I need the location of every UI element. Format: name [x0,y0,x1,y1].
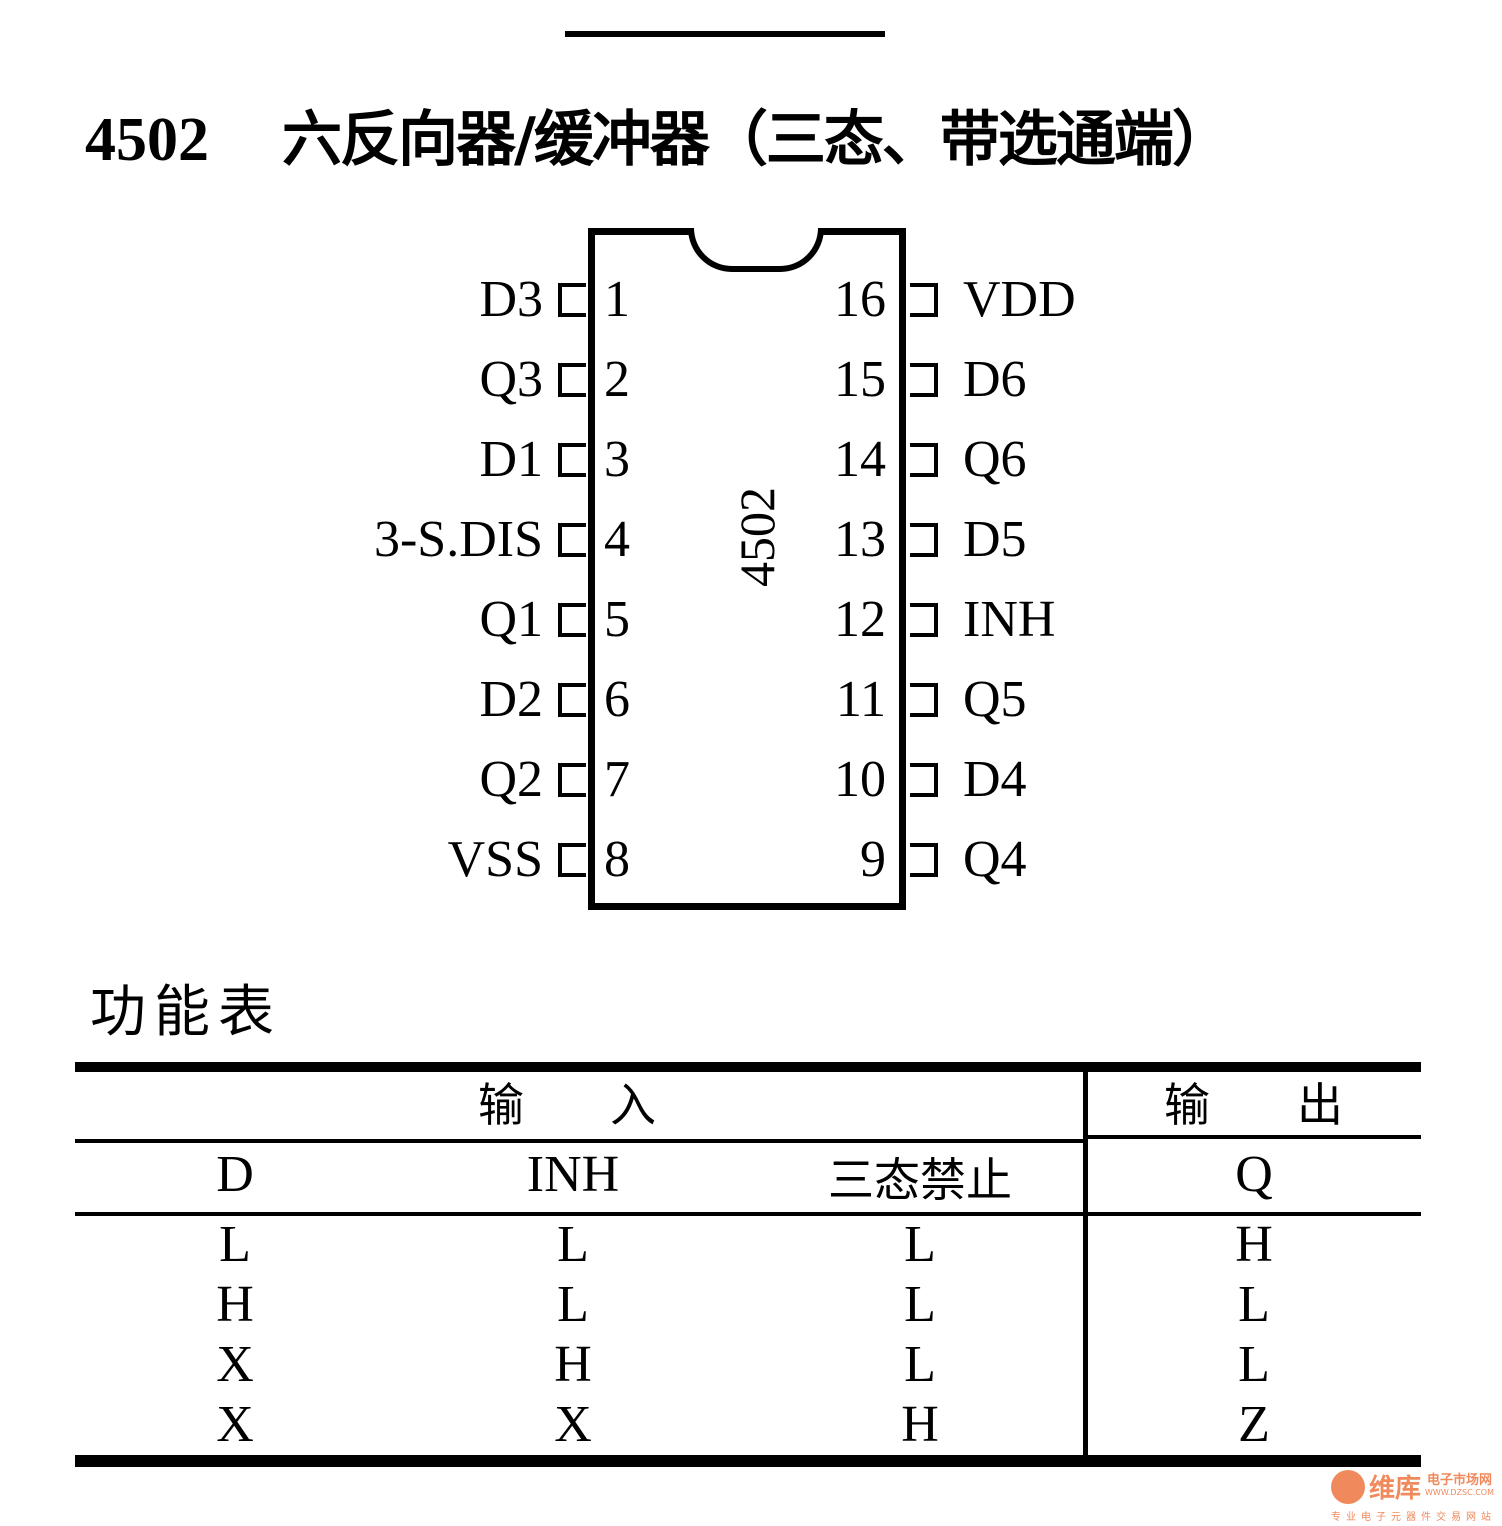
table-top-rule [75,1062,1421,1072]
table-cell: H [216,1276,254,1333]
chip-label: 4502 [729,487,785,587]
pin-pad-right [910,443,938,477]
group-header-input: 输 入 [478,1078,676,1132]
table-group-rule-right [1085,1135,1421,1139]
pin-name-right: VDD [963,271,1076,328]
pin-name-right: D6 [963,351,1027,408]
pin-name-right: Q6 [963,431,1027,488]
column-header: 三态禁止 [828,1153,1012,1207]
watermark-sub: 电子市场网 [1427,1472,1493,1488]
table-column-divider [1083,1070,1088,1458]
chip-notch [688,228,824,272]
pin-number-right: 9 [860,831,886,888]
column-header: INH [526,1146,620,1203]
table-cell: L [219,1216,251,1273]
pin-name-right: Q4 [963,831,1027,888]
pin-number-right: 11 [835,671,886,728]
pin-number-right: 10 [834,751,886,808]
pin-pad-right [910,363,938,397]
table-cell: L [1238,1276,1270,1333]
pin-number-right: 13 [834,511,886,568]
pin-number-left: 8 [604,831,630,888]
table-bottom-rule [75,1455,1421,1467]
pin-name-left: 3-S.DIS [373,511,543,568]
pin-number-left: 1 [604,271,630,328]
watermark-url: WWW.DZSC.COM [1425,1487,1495,1497]
pin-name-right: D4 [963,751,1027,808]
pin-pad-right [910,763,938,797]
table-cell: Z [1238,1396,1270,1453]
table-cell: L [904,1336,936,1393]
pin-number-left: 5 [604,591,630,648]
function-table-title: 功能表 [90,980,282,1045]
table-cell: H [554,1336,592,1393]
table-cell: L [904,1216,936,1273]
pin-pad-left [558,843,586,877]
pin-pad-right [910,283,938,317]
pin-number-right: 12 [834,591,886,648]
pin-pad-left [558,763,586,797]
pin-number-left: 6 [604,671,630,728]
pin-number-left: 7 [604,751,630,808]
table-header-rule [75,1212,1421,1216]
pin-name-left: D3 [479,271,543,328]
table-cell: X [216,1336,254,1393]
pin-name-left: D2 [479,671,543,728]
pin-name-right: Q5 [963,671,1027,728]
table-cell: L [557,1216,589,1273]
pin-pad-right [910,603,938,637]
table-cell: L [904,1276,936,1333]
pin-pad-left [558,443,586,477]
pin-pad-right [910,843,938,877]
watermark: 维库 电子市场网 WWW.DZSC.COM 专业电子元器件交易网站 [1331,1468,1496,1523]
pin-number-left: 3 [604,431,630,488]
pin-name-left: D1 [479,431,543,488]
top-rule [565,31,885,37]
table-cell: H [1235,1216,1273,1273]
pin-name-right: INH [963,591,1056,648]
pin-pad-right [910,523,938,557]
table-cell: X [554,1396,592,1453]
pin-name-left: VSS [447,831,543,888]
pin-pad-right [910,683,938,717]
pin-number-left: 2 [604,351,630,408]
watermark-tagline: 专业电子元器件交易网站 [1331,1512,1496,1523]
table-cell: L [1238,1336,1270,1393]
watermark-brand: 维库 [1369,1474,1422,1504]
watermark-logo-icon [1331,1469,1365,1504]
pin-name-right: D5 [963,511,1027,568]
pin-pad-left [558,283,586,317]
table-cell: X [216,1396,254,1453]
pin-name-left: Q2 [479,751,543,808]
pin-pad-left [558,603,586,637]
pin-number-left: 4 [604,511,630,568]
table-cell: L [557,1276,589,1333]
group-header-output-2: 出 [1297,1078,1343,1132]
pin-pad-left [558,363,586,397]
column-header: Q [1235,1146,1273,1203]
column-header: D [216,1146,254,1203]
table-cell: H [901,1396,939,1453]
pin-number-right: 16 [834,271,886,328]
part-number-title: 4502 [85,106,209,174]
pin-number-right: 15 [834,351,886,408]
table-group-rule-left [75,1139,1085,1143]
part-description-title: 六反向器/缓冲器（三态、带选通端） [282,105,1232,175]
pin-number-right: 14 [834,431,886,488]
pin-name-left: Q1 [479,591,543,648]
pin-pad-left [558,523,586,557]
chip-body [588,228,906,910]
pin-pad-left [558,683,586,717]
group-header-output-1: 输 [1164,1078,1210,1132]
pin-name-left: Q3 [479,351,543,408]
